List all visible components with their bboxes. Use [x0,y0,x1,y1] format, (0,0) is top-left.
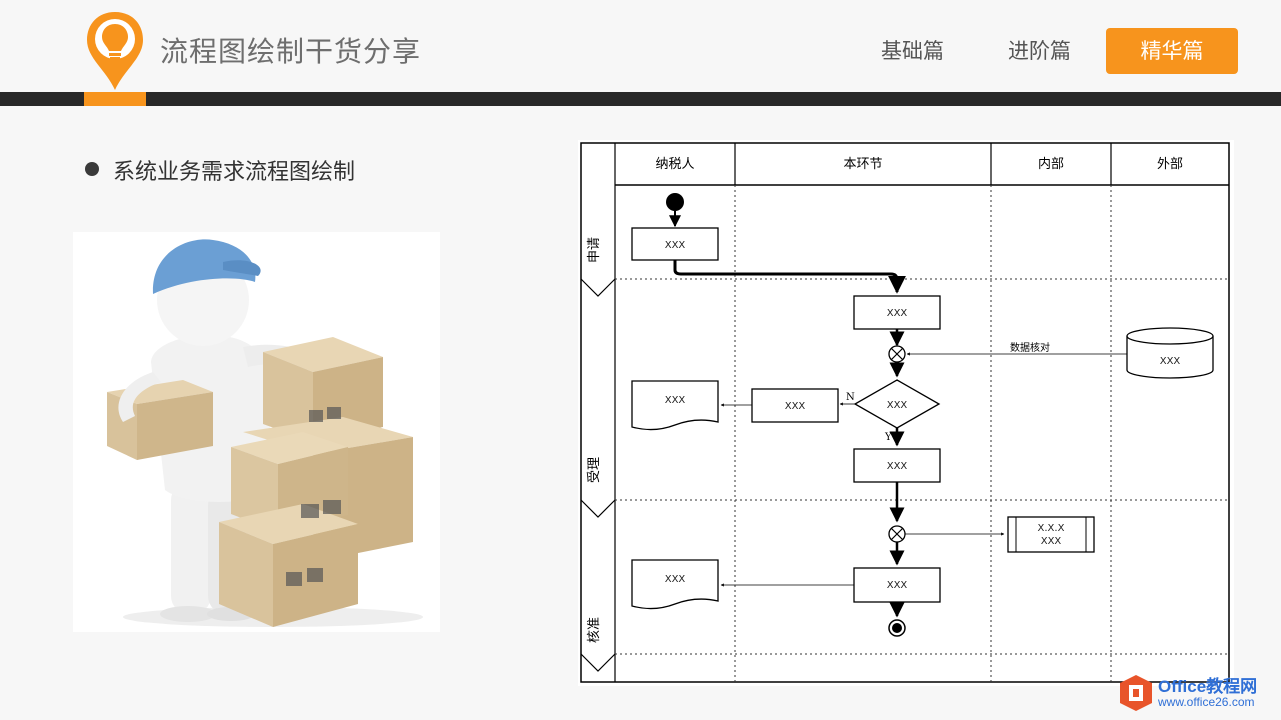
predefined-process [1007,516,1095,553]
process-reject-label: XXX [785,401,806,412]
column-header-this-step: 本环节 [843,157,882,172]
process-3-label: XXX [887,580,908,591]
office-logo-icon [1120,675,1152,711]
row-label-apply: 申请 [587,237,602,263]
document-2-label: XXX [665,574,686,585]
page-title: 流程图绘制干货分享 [160,35,422,68]
process-1-label: XXX [887,308,908,319]
process-1 [853,295,941,330]
row-label-accept: 受理 [587,457,602,483]
process-3 [853,567,941,603]
swimlane-flowchart: 纳税人 本环节 内部 外部 申请 受理 核准 XXX XXX XXX 数据核对 … [578,140,1234,686]
document-1 [631,380,719,431]
process-2-label: XXX [887,461,908,472]
delivery-man-boxes-illustration [73,232,440,632]
database-label: XXX [1160,356,1181,367]
predefined-label-1: X.X.X [1038,523,1065,534]
process-2 [853,448,941,483]
column-header-internal: 内部 [1038,156,1064,172]
bullet-dot [85,162,99,176]
column-header-taxpayer: 纳税人 [655,157,694,172]
predefined-label-2: XXX [1041,536,1062,547]
header-divider-accent [84,92,146,106]
data-check-label: 数据核对 [1010,341,1050,354]
document-2 [631,559,719,610]
nav-basic[interactable]: 基础篇 [881,39,944,63]
header-divider-bar [0,92,1281,106]
watermark: Office教程网 www.office26.com [1114,668,1276,716]
column-header-external: 外部 [1157,157,1183,172]
nav-essence-active[interactable]: 精华篇 [1106,28,1238,74]
process-reject [751,388,839,423]
process-apply [631,227,719,261]
yes-label: Y [884,432,892,443]
process-apply-label: XXX [665,240,686,251]
row-label-approve: 核准 [587,617,602,643]
watermark-url: www.office26.com [1158,695,1255,709]
document-1-label: XXX [665,395,686,406]
start-node [666,193,684,211]
decision-label: XXX [887,400,908,411]
watermark-name: Office教程网 [1158,677,1258,696]
lightbulb-icon [87,12,143,90]
database-node [1126,336,1214,379]
bullet-text: 系统业务需求流程图绘制 [113,160,356,185]
header: 流程图绘制干货分享 基础篇 进阶篇 精华篇 [0,0,1281,92]
no-label: N [846,392,855,403]
nav-advanced[interactable]: 进阶篇 [1008,39,1071,63]
